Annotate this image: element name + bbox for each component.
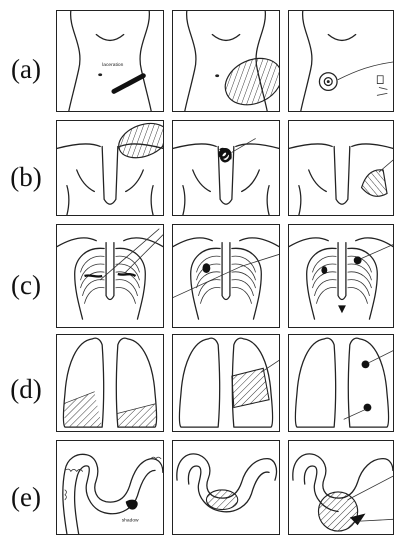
lungs-nodules-drawing bbox=[289, 335, 393, 431]
row-label-c: (c) bbox=[0, 272, 52, 299]
ribcage-drawing-2 bbox=[173, 225, 279, 327]
colon-hatched-drawing bbox=[173, 441, 279, 534]
panel-a3 bbox=[288, 10, 394, 112]
ribcage-drawing-1 bbox=[57, 225, 163, 327]
panel-c1 bbox=[56, 224, 164, 328]
panel-e2 bbox=[172, 440, 280, 535]
row-label-e: (e) bbox=[0, 484, 52, 511]
panel-a2 bbox=[172, 10, 280, 112]
hatched-region bbox=[232, 368, 269, 407]
left-basal-hatch bbox=[64, 392, 102, 427]
panel-b3 bbox=[288, 120, 394, 216]
hatched-region bbox=[362, 170, 387, 197]
abdomen-hatched-region-drawing bbox=[173, 11, 279, 111]
dark-mark bbox=[202, 263, 210, 273]
row-label-a: (a) bbox=[0, 56, 52, 83]
colon-shadow-drawing: shadow bbox=[57, 441, 163, 534]
pointer-line bbox=[338, 62, 393, 80]
laceration-mark bbox=[114, 76, 143, 92]
row-label-d: (d) bbox=[0, 376, 52, 403]
lungs-basal-hatched-drawing bbox=[57, 335, 163, 431]
chest-side-hatched-drawing bbox=[289, 121, 393, 215]
hatched-region bbox=[114, 121, 163, 164]
chest-scribble-drawing bbox=[173, 121, 279, 215]
lungs-midzone-hatched-drawing bbox=[173, 335, 279, 431]
shadow-mark bbox=[126, 500, 138, 510]
hatched-region bbox=[206, 490, 237, 510]
panel-d3 bbox=[288, 334, 394, 432]
row-label-b: (b) bbox=[0, 164, 52, 191]
nodule-upper bbox=[362, 360, 370, 368]
panel-b2 bbox=[172, 120, 280, 216]
panel-e3 bbox=[288, 440, 394, 535]
panel-c2 bbox=[172, 224, 280, 328]
panel-a1: laceration bbox=[56, 10, 164, 112]
navel-mark bbox=[98, 73, 102, 76]
abdomen-laceration-drawing: laceration bbox=[57, 11, 163, 111]
right-basal-hatch bbox=[118, 404, 156, 428]
dark-mark bbox=[354, 256, 362, 264]
panel-d2 bbox=[172, 334, 280, 432]
panel-c3 bbox=[288, 224, 394, 328]
colon-mass-drawing bbox=[289, 441, 393, 534]
hatched-region bbox=[218, 50, 279, 111]
chest-shoulder-hatched-drawing bbox=[57, 121, 163, 215]
panel-e1: shadow bbox=[56, 440, 164, 535]
panel-d1 bbox=[56, 334, 164, 432]
scribble-mark bbox=[220, 149, 231, 161]
laceration-label: laceration bbox=[102, 62, 123, 68]
abdomen-navel-circle-drawing bbox=[289, 11, 393, 111]
panel-b1 bbox=[56, 120, 164, 216]
shadow-label: shadow bbox=[122, 517, 139, 523]
ribcage-drawing-3 bbox=[289, 225, 393, 327]
